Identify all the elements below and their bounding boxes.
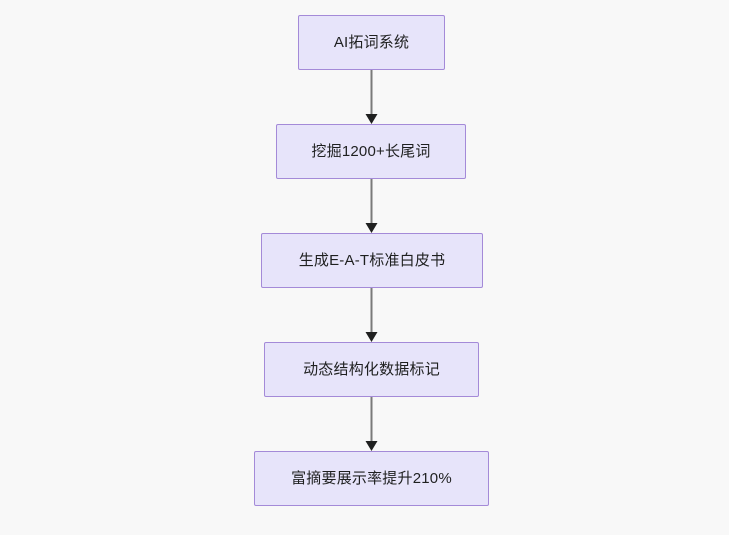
flowchart-node-n5[interactable]: 富摘要展示率提升210%	[254, 451, 489, 506]
edge-arrowhead-icon	[365, 441, 378, 451]
flowchart-edge-e2	[365, 179, 378, 233]
flowchart-node-label: 动态结构化数据标记	[303, 360, 440, 378]
flowchart-node-label: 生成E-A-T标准白皮书	[298, 251, 446, 269]
flowchart-node-n2[interactable]: 挖掘1200+长尾词	[276, 124, 466, 179]
flowchart-node-label: 富摘要展示率提升210%	[291, 469, 452, 487]
flowchart-node-n1[interactable]: AI拓词系统	[298, 15, 445, 70]
flowchart-edge-e4	[365, 397, 378, 451]
flowchart-node-n3[interactable]: 生成E-A-T标准白皮书	[261, 233, 483, 288]
edge-arrowhead-icon	[365, 332, 378, 342]
flowchart-edge-e3	[365, 288, 378, 342]
flowchart-node-label: 挖掘1200+长尾词	[311, 142, 431, 160]
flowchart-node-n4[interactable]: 动态结构化数据标记	[264, 342, 479, 397]
flowchart-node-label: AI拓词系统	[333, 33, 410, 51]
edge-arrowhead-icon	[365, 223, 378, 233]
edge-arrowhead-icon	[365, 114, 378, 124]
flowchart-edge-e1	[365, 70, 378, 124]
